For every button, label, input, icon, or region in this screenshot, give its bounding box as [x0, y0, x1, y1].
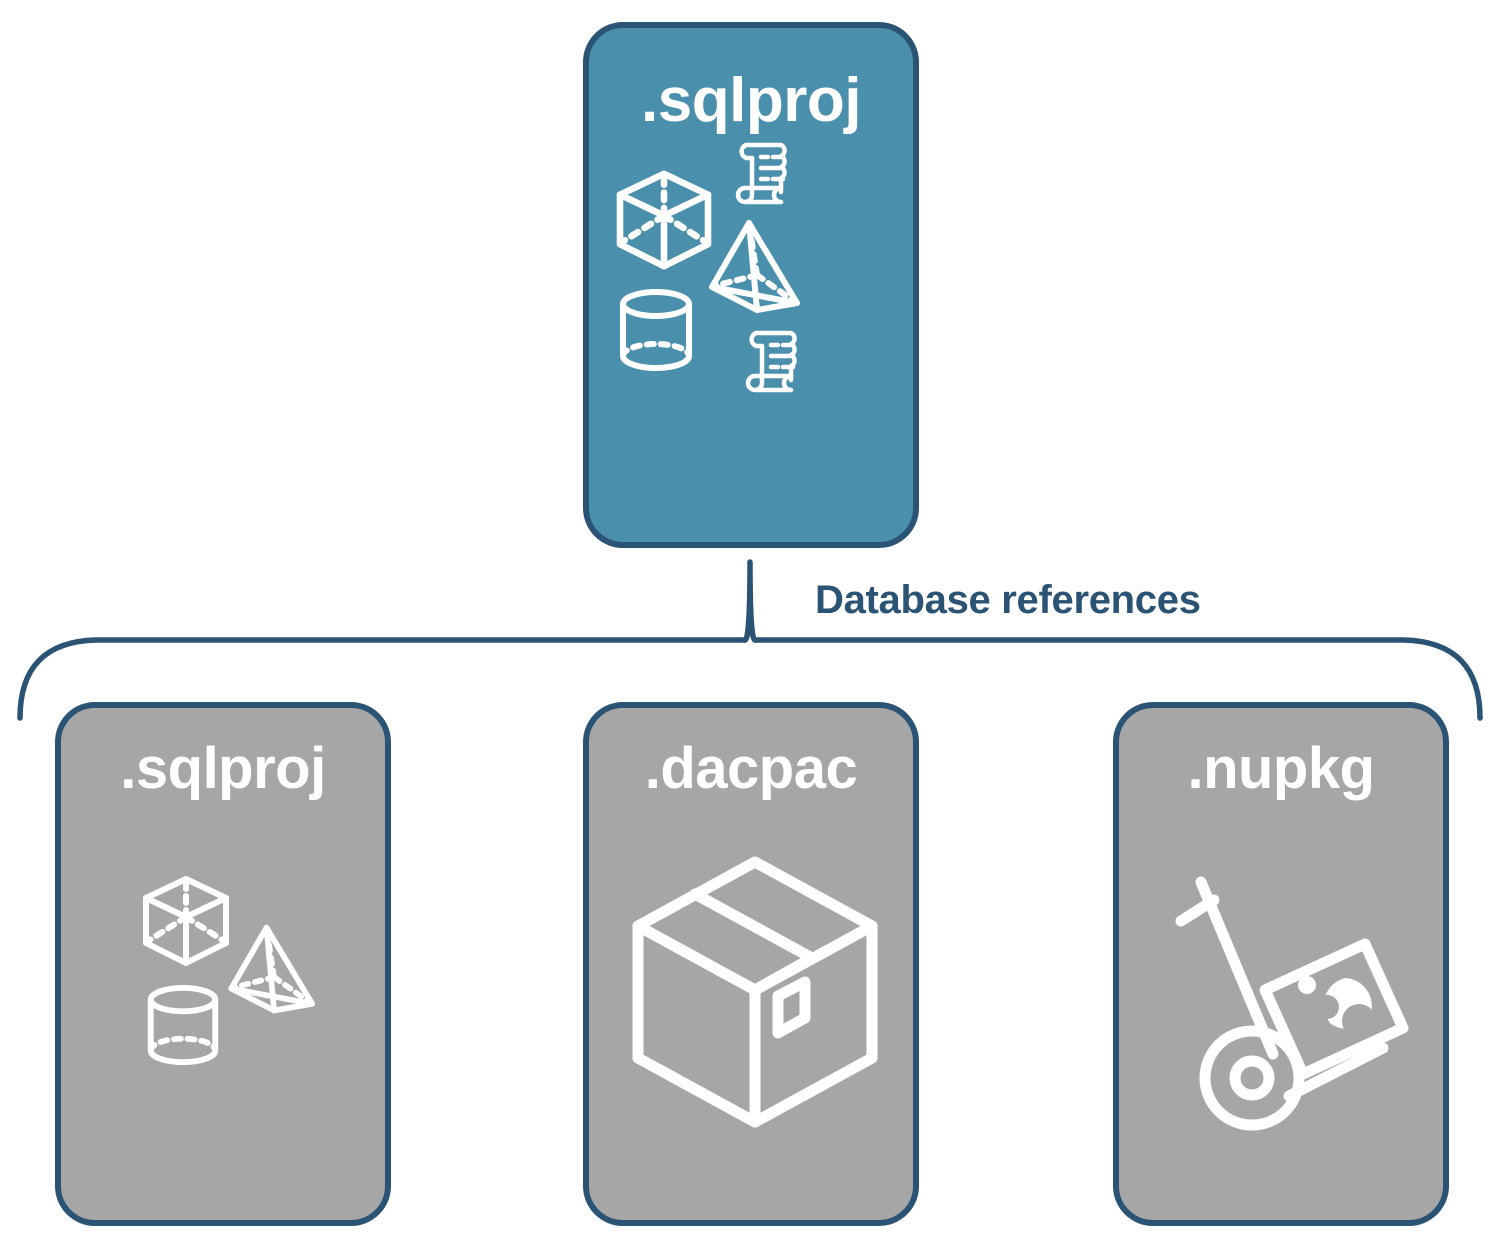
- shipping-box-icon: [632, 856, 878, 1128]
- reference-dacpac-label: .dacpac: [644, 736, 858, 801]
- scroll-icon: [735, 142, 787, 205]
- reference-card-dacpac[interactable]: .dacpac: [583, 702, 919, 1226]
- reference-sqlproj-label: .sqlproj: [120, 736, 326, 801]
- cylinder-icon: [147, 984, 219, 1066]
- reference-nupkg-label: .nupkg: [1187, 736, 1375, 801]
- reference-sqlproj-icon-group: [61, 798, 385, 1220]
- root-sqlproj-icon-group: [589, 132, 913, 542]
- database-references-label: Database references: [815, 578, 1201, 622]
- pyramid-icon: [709, 220, 800, 313]
- reference-dacpac-icon-group: [589, 798, 913, 1220]
- hand-truck-package-icon: [1175, 876, 1409, 1131]
- root-sqlproj-card[interactable]: .sqlproj: [583, 22, 919, 548]
- wireframe-cube-icon: [616, 170, 712, 270]
- scroll-icon: [745, 330, 797, 393]
- reference-nupkg-icon-group: [1119, 798, 1443, 1220]
- pyramid-icon: [228, 924, 316, 1014]
- cylinder-icon: [620, 289, 692, 371]
- root-sqlproj-label: .sqlproj: [641, 66, 861, 135]
- reference-card-sqlproj[interactable]: .sqlproj: [55, 702, 391, 1226]
- reference-card-nupkg[interactable]: .nupkg: [1113, 702, 1449, 1226]
- wireframe-cube-icon: [143, 876, 229, 966]
